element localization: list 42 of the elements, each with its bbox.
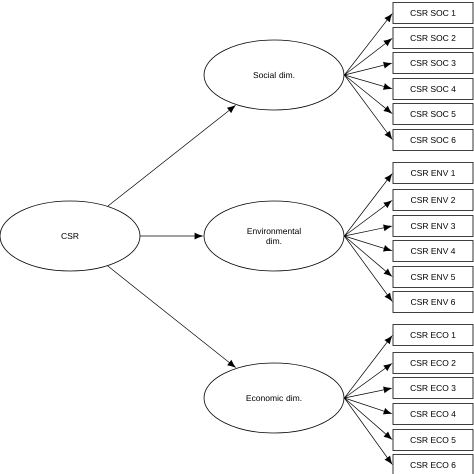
item-box: CSR SOC 4 — [392, 78, 474, 100]
item-box: CSR SOC 2 — [392, 27, 474, 49]
arrow — [344, 62, 392, 76]
arrow — [344, 14, 392, 76]
item-box: CSR ENV 2 — [392, 189, 474, 211]
arrow — [344, 200, 392, 236]
arrow — [344, 398, 392, 440]
arrow — [344, 74, 392, 114]
item-box: CSR SOC 3 — [392, 52, 474, 74]
item-box: CSR SOC 6 — [392, 129, 474, 151]
arrow — [344, 74, 392, 140]
arrow — [344, 386, 392, 398]
arrow — [107, 105, 236, 206]
item-box: CSR ENV 6 — [392, 291, 474, 313]
item-box: CSR ECO 6 — [392, 454, 474, 474]
arrow — [107, 266, 236, 368]
item-box: CSR ECO 2 — [392, 352, 474, 374]
item-box: CSR SOC 5 — [392, 103, 474, 125]
item-box: CSR ECO 5 — [392, 429, 474, 451]
item-box: CSR ECO 1 — [392, 324, 474, 346]
item-box: CSR ENV 4 — [392, 240, 474, 262]
ellipse-node: Environmental dim. — [204, 200, 344, 272]
arrow — [344, 38, 392, 76]
item-box: CSR ENV 1 — [392, 162, 474, 184]
arrow — [344, 398, 392, 464]
arrow — [344, 336, 392, 398]
arrow — [344, 363, 392, 398]
item-box: CSR ECO 4 — [392, 403, 474, 425]
item-box: CSR SOC 1 — [392, 2, 474, 24]
ellipse-node: Social dim. — [204, 40, 344, 110]
arrow — [344, 174, 392, 236]
item-box: CSR ECO 3 — [392, 377, 474, 399]
arrow — [344, 398, 392, 414]
arrow — [344, 74, 392, 90]
item-box: CSR ENV 3 — [392, 215, 474, 237]
arrow — [140, 232, 203, 240]
arrow — [344, 224, 392, 236]
arrow — [344, 236, 392, 276]
arrow — [344, 236, 392, 252]
arrow — [344, 236, 392, 302]
item-box: CSR ENV 5 — [392, 266, 474, 288]
ellipse-node: Economic dim. — [204, 362, 344, 434]
